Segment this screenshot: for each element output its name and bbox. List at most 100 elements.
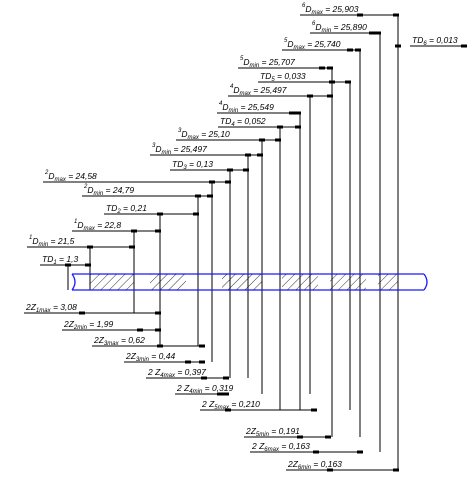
label-z1max-part: 2Z — [25, 302, 37, 312]
label-td3-part: TD — [172, 159, 183, 169]
dimension-tick — [85, 263, 91, 267]
label-d3min: 3Dmin = 25,497 — [152, 143, 207, 156]
label-td2-part: TD — [106, 203, 117, 213]
dimension-tick — [307, 94, 313, 98]
label-d4max-part: 4 — [230, 84, 234, 90]
dimension-tick — [225, 408, 231, 412]
label-d6min-part: = 25,890 — [331, 22, 367, 32]
label-td5: TD5 = 0,033 — [260, 71, 306, 83]
shaft-left-break — [71, 273, 76, 291]
label-d2max-part: = 24,58 — [66, 171, 97, 181]
dimension-tick — [393, 468, 399, 472]
label-z1max-part: = 3,08 — [51, 302, 78, 312]
dimension-tick — [275, 138, 281, 142]
label-d4max-part: D — [233, 85, 239, 95]
dimension-tick — [297, 435, 303, 439]
label-d5max-part: max — [293, 45, 305, 51]
label-z4max-part: = 0,397 — [175, 367, 206, 377]
label-z4min-part: 2 Z — [176, 383, 190, 393]
label-z3max-part: = 0,62 — [119, 335, 146, 345]
label-d5max-part: 5 — [284, 38, 288, 44]
label-d3max-part: D — [181, 129, 187, 139]
label-d6max-part: D — [305, 4, 311, 14]
label-td5-part: = 0,033 — [275, 71, 306, 81]
dimension-tick — [375, 31, 381, 35]
label-z3min: 2Z3min = 0,44 — [125, 351, 175, 363]
dimension-tick — [155, 311, 161, 315]
dimension-tick — [137, 328, 143, 332]
dimension-tick — [393, 13, 399, 17]
dimension-tick — [355, 48, 361, 52]
label-d5min-part: min — [249, 63, 259, 69]
label-td3: TD3 = 0,13 — [172, 159, 213, 171]
label-z3min-part: = 0,44 — [149, 351, 176, 361]
dimension-tick — [87, 245, 93, 249]
label-z2min: 2Z2min = 1,99 — [63, 319, 113, 331]
label-d1min: 1Dmin = 21,5 — [29, 235, 75, 248]
dimension-tick — [225, 180, 231, 184]
label-z6min: 2Z6min = 0,163 — [287, 459, 342, 471]
label-d5max-part: = 25,740 — [305, 39, 341, 49]
label-d6max-part: max — [311, 10, 323, 16]
label-z4min: 2 Z4min = 0,319 — [176, 383, 234, 395]
label-d1min-part: 1 — [29, 235, 32, 241]
label-z1max-part: 1max — [36, 308, 52, 314]
label-z2min-part: 2min — [73, 325, 88, 331]
label-d3max: 3Dmax = 25,10 — [178, 128, 230, 141]
dimension-tick — [223, 376, 229, 380]
label-d1max: 1Dmax = 22,8 — [74, 219, 121, 232]
label-td4-part: TD — [220, 116, 231, 126]
label-td6-part: TD — [412, 35, 423, 45]
label-td2-part: = 0,21 — [121, 203, 148, 213]
label-td6-part: = 0,013 — [427, 35, 458, 45]
dimension-tick — [257, 153, 263, 157]
label-z6max-part: 6max — [264, 447, 280, 453]
label-d4min-part: = 25,549 — [238, 102, 274, 112]
label-z6min-part: = 0,163 — [311, 459, 342, 469]
label-td3-part: = 0,13 — [187, 159, 214, 169]
dimension-tick — [295, 111, 301, 115]
label-d3max-part: max — [187, 135, 199, 141]
label-td4-part: 4 — [231, 122, 235, 128]
dimension-tick — [185, 360, 191, 364]
shaft-outline — [71, 273, 428, 291]
label-z2min-part: 2Z — [63, 319, 75, 329]
label-d2min: 2Dmin = 24,79 — [83, 184, 134, 197]
label-z1max: 2Z1max = 3,08 — [25, 302, 77, 314]
dimension-tick — [195, 194, 201, 198]
label-z5min-part: 2Z — [245, 426, 257, 436]
label-z6min-part: 2Z — [287, 459, 299, 469]
label-d1max-part: max — [83, 226, 95, 232]
label-td2: TD2 = 0,21 — [106, 203, 147, 215]
label-td1-part: = 1,3 — [57, 254, 79, 264]
label-z6min-part: 6min — [298, 465, 312, 471]
label-d1min-part: = 21,5 — [48, 236, 75, 246]
label-d6min-part: min — [321, 28, 331, 34]
label-z5max-part: = 0,210 — [229, 399, 260, 409]
label-d5min-part: D — [243, 57, 249, 67]
label-z5min-part: = 0,191 — [269, 426, 300, 436]
dimension-tick — [131, 229, 137, 233]
label-d6min-part: 6 — [312, 21, 316, 27]
dimension-tick — [327, 66, 333, 70]
dimension-tick — [259, 138, 265, 142]
label-d3max-part: 3 — [178, 128, 182, 134]
dimension-tick — [199, 360, 205, 364]
label-d2max-part: D — [48, 171, 54, 181]
dimension-tick — [347, 48, 353, 52]
dimension-tick — [129, 245, 135, 249]
label-d6min: 6Dmin = 25,890 — [312, 21, 367, 34]
dimension-tick — [319, 66, 325, 70]
label-d4max: 4Dmax = 25,497 — [230, 84, 287, 97]
label-z6max-part: 2 Z — [251, 441, 265, 451]
label-d4min-part: min — [228, 108, 238, 114]
dimension-tick — [157, 344, 163, 348]
label-td6: TD6 = 0,013 — [412, 35, 458, 47]
label-d6max-part: 6 — [302, 3, 306, 9]
label-td1: TD1 = 1,3 — [42, 254, 78, 266]
label-d2min-part: min — [93, 191, 103, 197]
label-z3max-part: 3max — [104, 341, 120, 347]
label-z6max-part: = 0,163 — [279, 441, 310, 451]
label-z3max: 2Z3max = 0,62 — [93, 335, 145, 347]
